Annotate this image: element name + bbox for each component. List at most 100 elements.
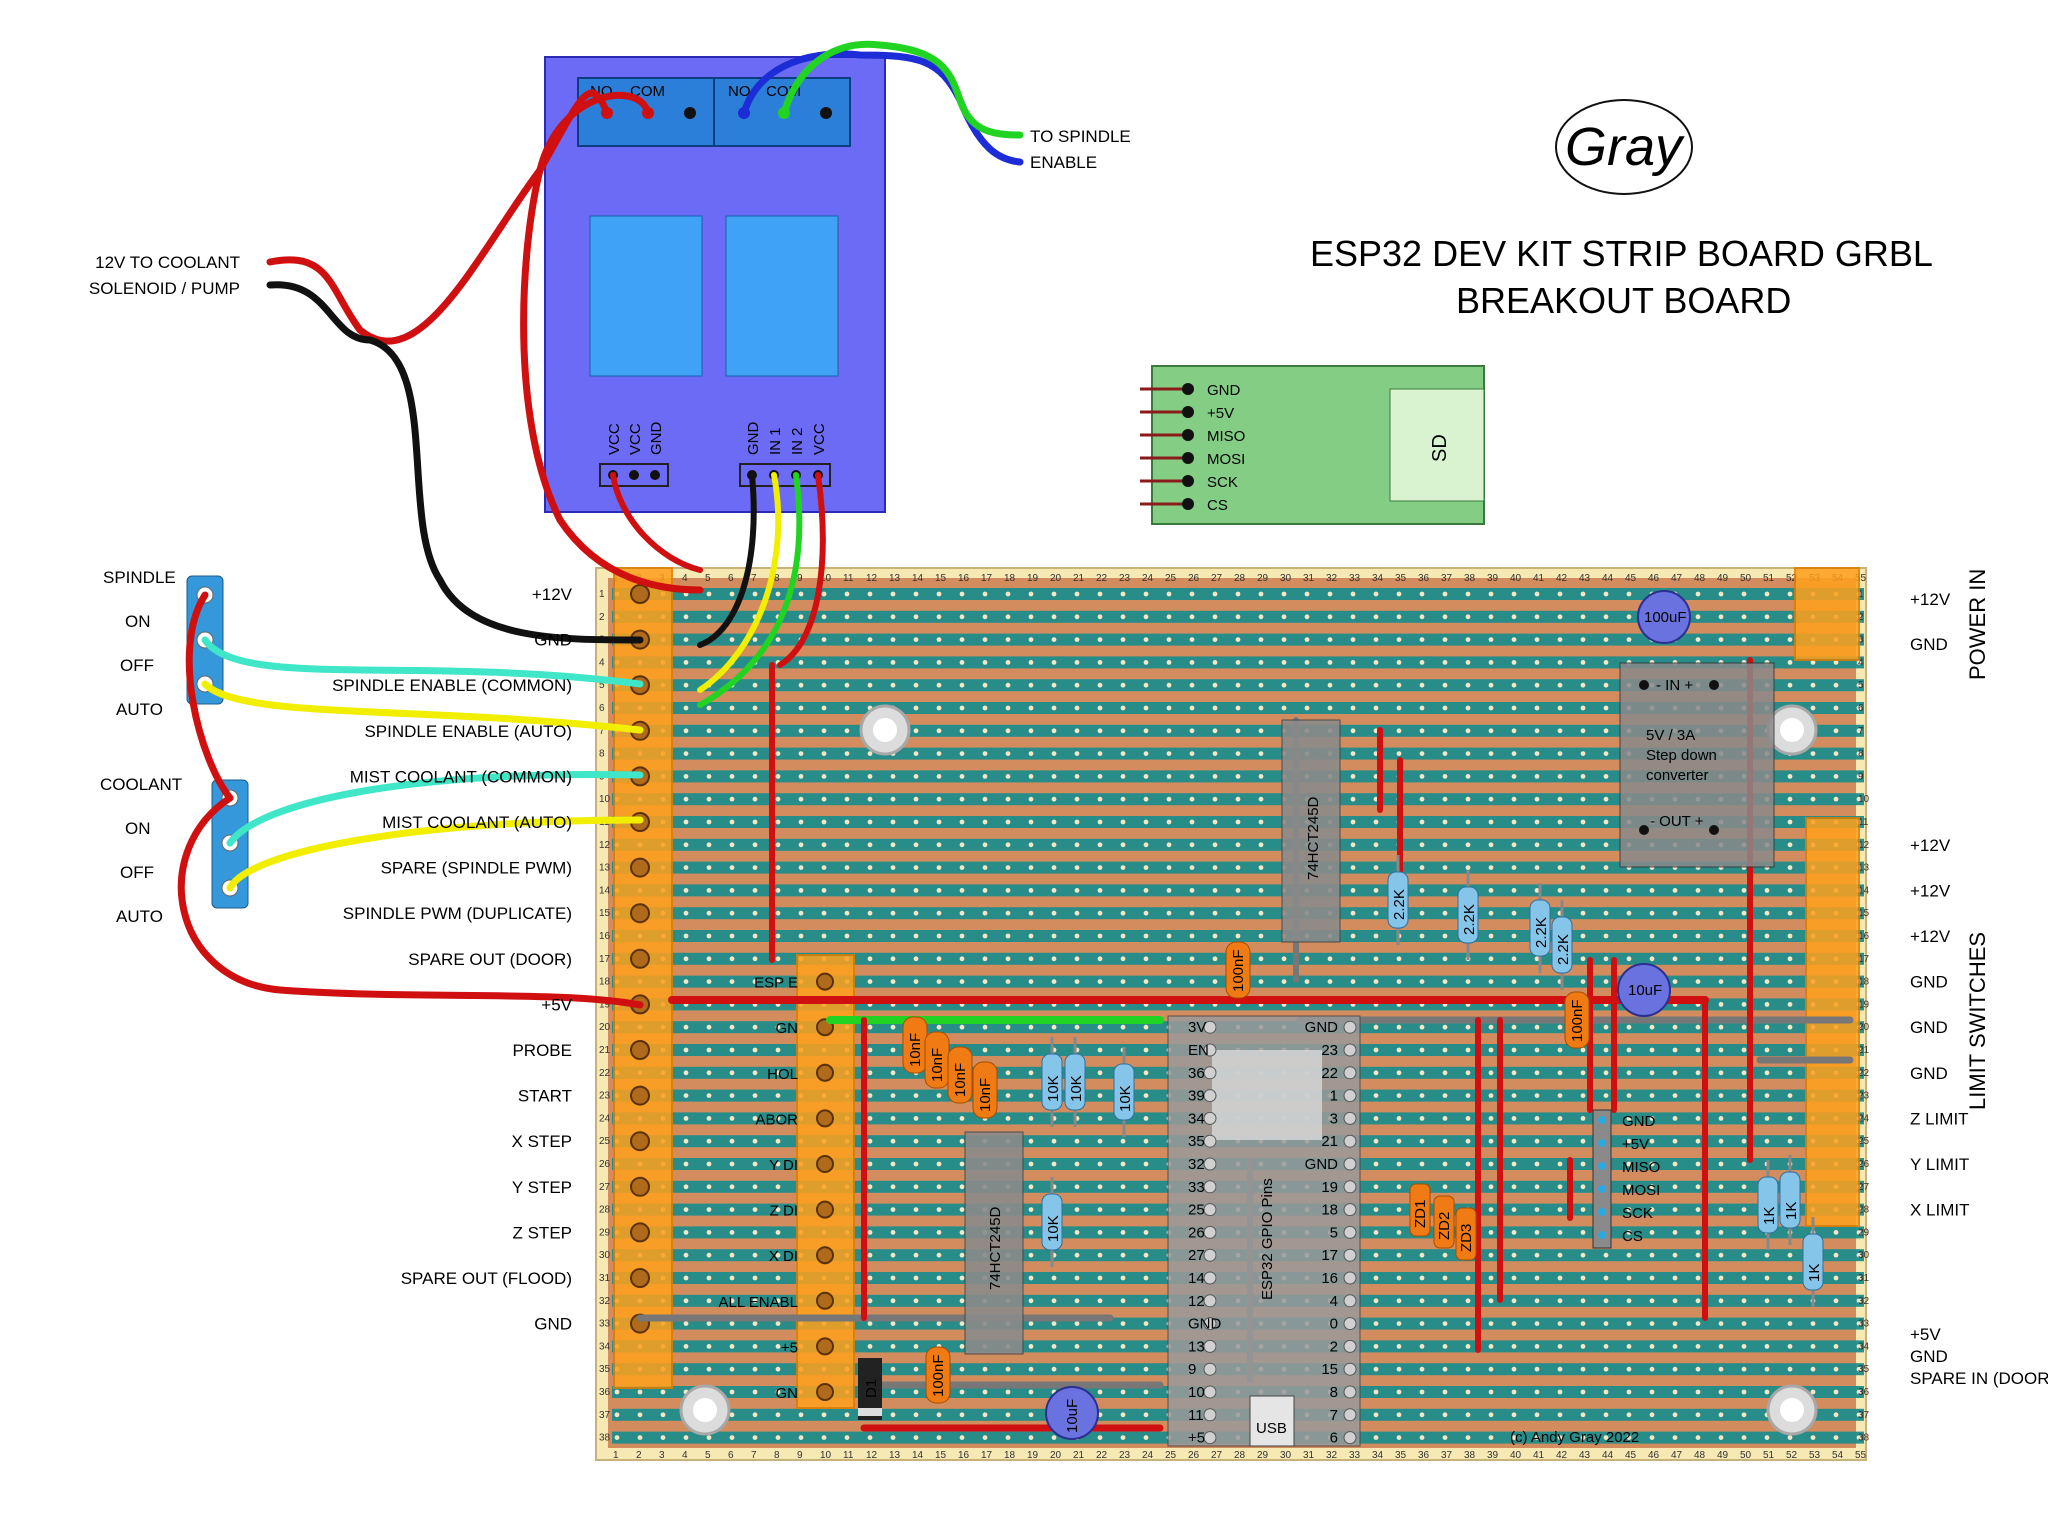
strip-hole	[1189, 865, 1195, 870]
strip-hole	[1281, 956, 1287, 962]
strip-hole	[1741, 979, 1747, 984]
strip-hole	[1534, 774, 1540, 779]
strip-hole	[1442, 1070, 1448, 1076]
strip-hole	[1143, 591, 1149, 597]
strip-hole	[867, 660, 873, 665]
strip-hole	[959, 865, 965, 870]
strip-hole	[1074, 1366, 1080, 1372]
strip-hole	[959, 614, 965, 620]
terminal-screw	[630, 948, 650, 969]
relay2-no-label: NO	[728, 83, 751, 100]
strip-hole	[1074, 705, 1080, 711]
strip-hole	[752, 1275, 758, 1281]
strip-hole	[798, 614, 804, 620]
strip-hole	[1419, 865, 1425, 870]
strip-hole	[1764, 1093, 1770, 1098]
column-number: 37	[1441, 573, 1453, 584]
strip-hole	[1143, 1366, 1149, 1372]
strip-hole	[821, 888, 827, 893]
strip-hole	[1097, 1184, 1103, 1190]
strip-hole	[1419, 682, 1425, 688]
row-number: 37	[599, 1410, 611, 1421]
sd-pin-label: MISO	[1207, 428, 1245, 445]
strip-hole	[729, 1093, 735, 1098]
strip-hole	[1580, 705, 1586, 711]
strip-hole	[913, 1298, 919, 1304]
row-number: 12	[599, 840, 611, 851]
strip-hole	[1143, 1138, 1149, 1144]
strip-hole	[1557, 1047, 1563, 1053]
strip-hole	[1718, 1002, 1724, 1007]
row-number: 24	[1858, 1113, 1870, 1124]
strip-hole	[936, 865, 942, 870]
esp32-left-pin-label: 11	[1188, 1407, 1204, 1424]
strip-hole	[1833, 1275, 1839, 1281]
strip-hole	[867, 1344, 873, 1349]
strip-hole	[1143, 865, 1149, 870]
strip-hole	[1120, 660, 1126, 665]
strip-hole	[959, 1207, 965, 1212]
strip-hole	[1074, 1230, 1080, 1235]
strip-hole	[683, 637, 689, 642]
esp32-pin	[1343, 1294, 1357, 1308]
strip-hole	[1603, 1321, 1609, 1326]
strip-hole	[1511, 660, 1517, 665]
strip-hole	[1787, 637, 1793, 642]
strip-hole	[959, 774, 965, 779]
strip-hole	[1488, 1435, 1494, 1440]
strip-hole	[706, 979, 712, 984]
strip-hole	[1465, 728, 1471, 734]
strip-hole	[1580, 979, 1586, 984]
strip-hole	[1465, 1412, 1471, 1418]
strip-hole	[913, 774, 919, 779]
strip-hole	[1810, 660, 1816, 665]
strip-hole	[1074, 910, 1080, 916]
wire-spindle-yellow	[201, 680, 644, 734]
strip-hole	[1028, 1321, 1034, 1326]
strip-hole	[1097, 1070, 1103, 1076]
column-number: 50	[1740, 573, 1752, 584]
strip-hole	[1258, 637, 1264, 642]
strip-hole	[1488, 1389, 1494, 1395]
strip-hole	[1235, 591, 1241, 597]
strip-hole	[1626, 591, 1632, 597]
strip-hole	[1373, 614, 1379, 620]
strip-hole	[1511, 1138, 1517, 1144]
strip-hole	[1442, 1275, 1448, 1281]
strip-hole	[683, 1435, 689, 1440]
strip-hole	[1120, 933, 1126, 939]
sd-pin	[1182, 475, 1194, 487]
strip-hole	[1511, 774, 1517, 779]
usb-port	[1249, 1395, 1295, 1447]
strip-hole	[1373, 637, 1379, 642]
strip-hole	[1626, 1161, 1632, 1167]
strip-hole	[729, 1138, 735, 1144]
strip-hole	[1534, 1298, 1540, 1304]
strip-hole	[1603, 819, 1609, 825]
strip-hole	[1419, 1366, 1425, 1372]
left-terminal-label: X STEP	[512, 1132, 572, 1151]
strip-hole	[1718, 1298, 1724, 1304]
strip-hole	[890, 774, 896, 779]
strip-hole	[729, 1366, 735, 1372]
strip-hole	[1097, 1298, 1103, 1304]
strip-hole	[1534, 1116, 1540, 1121]
strip-hole	[1695, 956, 1701, 962]
strip-hole	[1097, 819, 1103, 825]
strip-hole	[982, 728, 988, 734]
strip-hole	[660, 1389, 666, 1395]
strip-hole	[775, 1230, 781, 1235]
strip-hole	[752, 1093, 758, 1098]
strip-hole	[1810, 1366, 1816, 1372]
column-number: 37	[1441, 1450, 1453, 1461]
strip-hole	[1534, 614, 1540, 620]
strip-hole	[890, 1435, 896, 1440]
esp32-pin	[1203, 1157, 1217, 1171]
strip-hole	[1074, 637, 1080, 642]
strip-hole	[1212, 910, 1218, 916]
column-number: 19	[1027, 1450, 1039, 1461]
strip-hole	[1856, 1252, 1862, 1258]
strip-hole	[1741, 1207, 1747, 1212]
resistor	[1113, 1063, 1135, 1121]
strip-hole	[1557, 660, 1563, 665]
